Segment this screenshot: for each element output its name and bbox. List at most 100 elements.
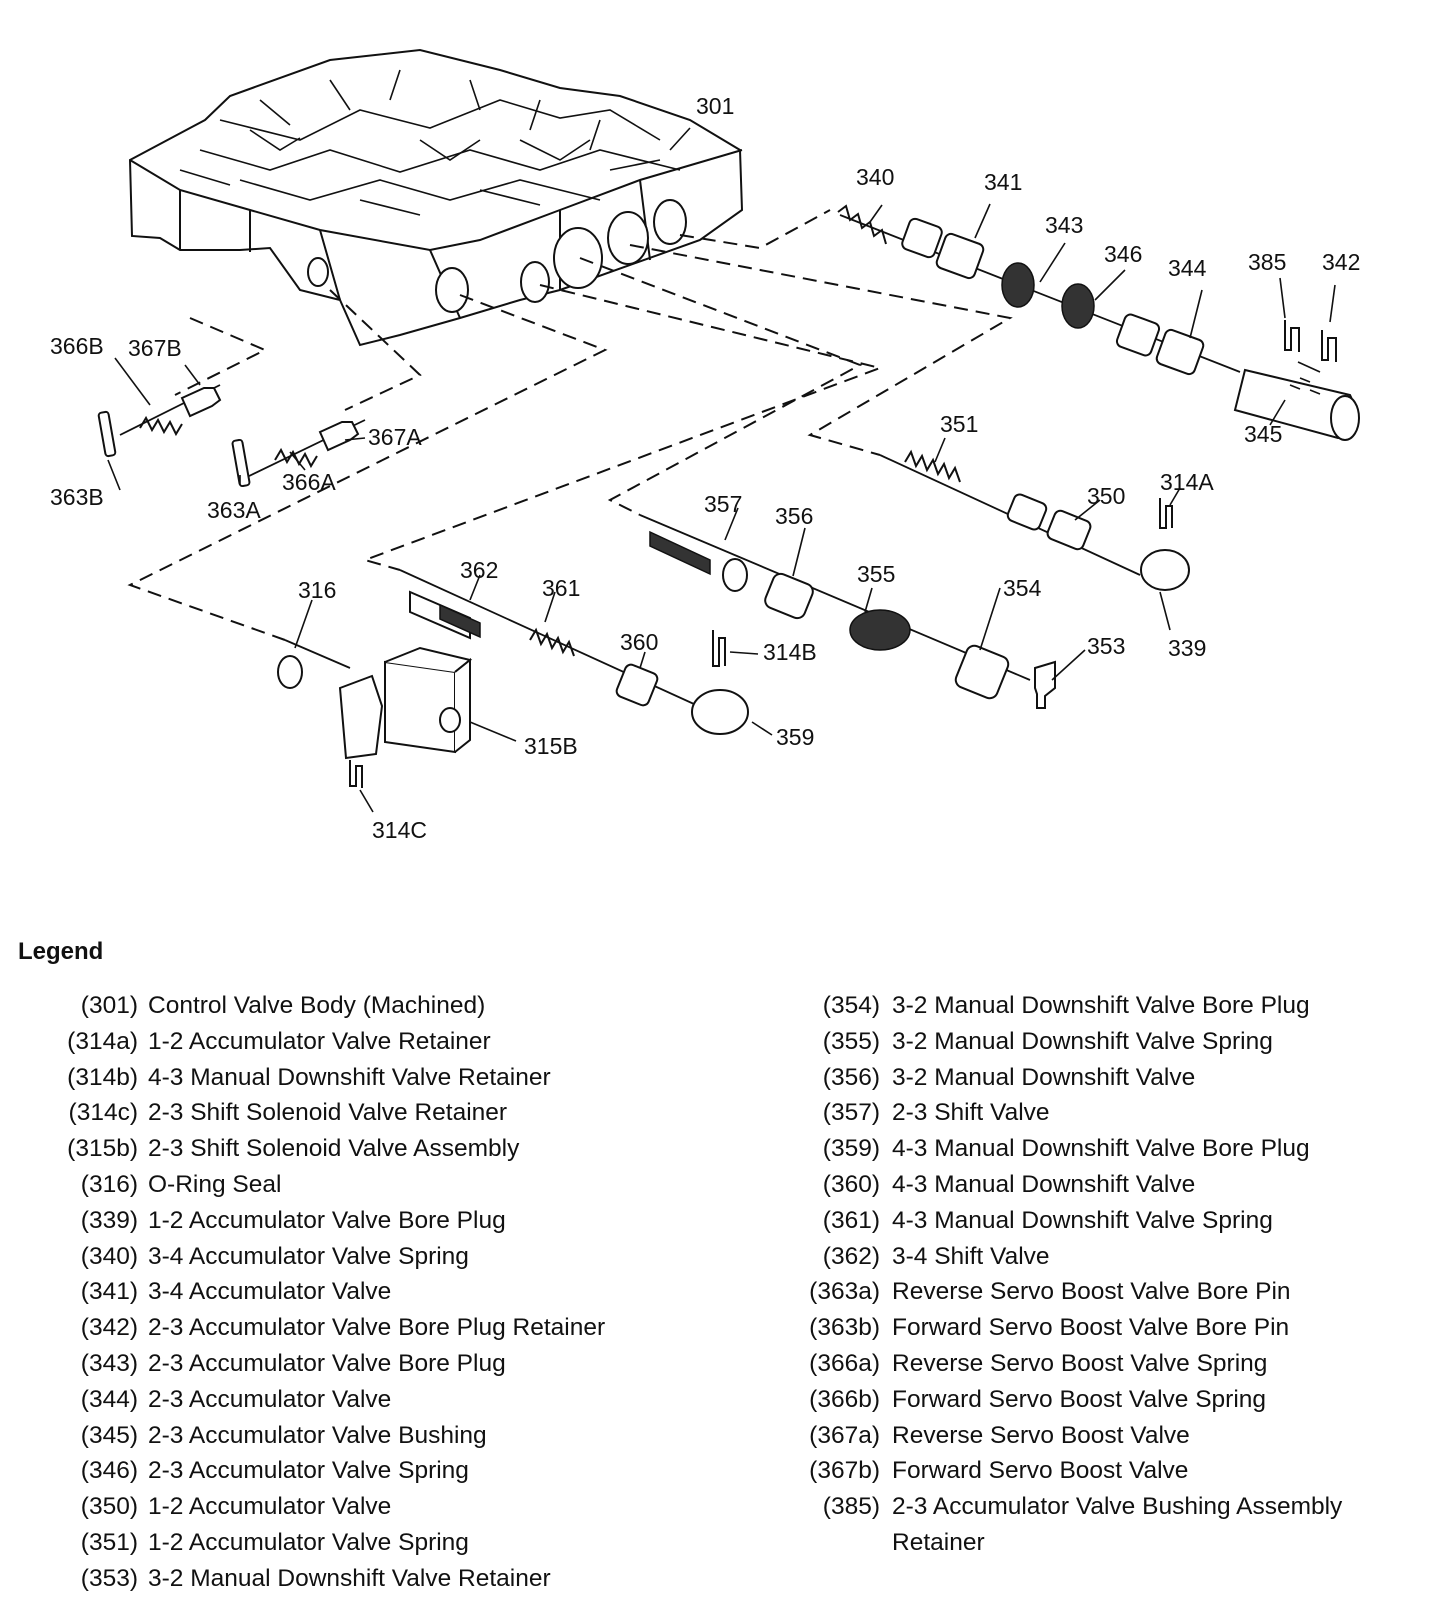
legend-row: (314b) 4-3 Manual Downshift Valve Retaine… <box>0 1060 760 1096</box>
bore-path-5 <box>579 257 863 516</box>
callout-363B: 363B <box>50 484 104 510</box>
callout-346: 346 <box>1104 241 1142 267</box>
legend-row: (363b) Forward Servo Boost Valve Bore Pin <box>760 1310 1440 1346</box>
callout-301: 301 <box>696 93 734 119</box>
part-description: Reverse Servo Boost Valve <box>892 1421 1190 1449</box>
part-code: (315b) <box>67 1135 138 1163</box>
part-description: 2-3 Shift Solenoid Valve Retainer <box>148 1099 508 1127</box>
callout-340: 340 <box>856 164 894 190</box>
callout-341: 341 <box>984 169 1022 195</box>
bore-path-3 <box>127 294 608 641</box>
callout-363A: 363A <box>207 497 261 523</box>
legend-row: (314a)1-2 Accumulator Valve Retainer <box>0 1024 760 1060</box>
callout-385: 385 <box>1248 249 1286 275</box>
part-code: (354) <box>822 992 880 1019</box>
callout-355: 355 <box>857 561 895 587</box>
legend-row: (314c) 2-3 Shift Solenoid Valve Retainer <box>0 1095 760 1131</box>
part-description: Reverse Servo Boost Valve Bore Pin <box>892 1278 1291 1306</box>
legend-row: (356) 3-2 Manual Downshift Valve <box>760 1060 1440 1096</box>
part-code: (359) <box>822 1135 880 1163</box>
callout-316: 316 <box>298 577 336 603</box>
part-description: Reverse Servo Boost Valve Spring <box>892 1349 1268 1377</box>
legend-row: (367b)Forward Servo Boost Valve <box>760 1453 1440 1489</box>
part-description: 2-3 Accumulator Valve Bore Plug Retainer <box>148 1314 606 1342</box>
legend-row: (301)Control Valve Body (Machined) <box>0 988 760 1024</box>
part-description: Forward Servo Boost Valve Spring <box>892 1385 1267 1413</box>
exploded-view-diagram: 301 340 341 343 346 344 385 342 345 366B… <box>50 48 1360 843</box>
part-description: 3-2 Manual Downshift Valve Bore Plug <box>892 992 1310 1019</box>
part-code: (362) <box>822 1242 880 1270</box>
callout-366A: 366A <box>282 469 336 495</box>
leader-lines <box>107 127 1336 813</box>
part-description: 3-4 Accumulator Valve <box>148 1278 392 1306</box>
part-description: 2-3 Accumulator Valve Bushing <box>148 1421 487 1449</box>
part-description: 4-3 Manual Downshift Valve Spring <box>892 1206 1273 1234</box>
callout-367B: 367B <box>128 335 182 361</box>
accumulator-1-2-group <box>879 449 1190 591</box>
bore-path-7 <box>679 209 831 250</box>
callout-342: 342 <box>1322 249 1360 275</box>
part-code: (356) <box>822 1063 880 1091</box>
part-code: (314b) <box>67 1063 138 1091</box>
part-description: O-Ring Seal <box>148 1170 282 1198</box>
part-code: (350) <box>80 1493 138 1521</box>
part-code: (360) <box>822 1170 880 1198</box>
part-code: (314c) <box>68 1099 138 1127</box>
part-code: (363b) <box>809 1314 880 1342</box>
legend-row: (340)3-4 Accumulator Valve Spring <box>0 1239 760 1275</box>
legend-row: (353) 3-2 Manual Downshift Valve Retainer <box>0 1561 760 1597</box>
part-description: 2-3 Accumulator Valve Bushing Assembly R… <box>892 1493 1343 1556</box>
shift-3-4-group <box>399 569 749 735</box>
part-description: 3-2 Manual Downshift Valve Spring <box>892 1027 1273 1055</box>
callout-351: 351 <box>940 411 978 437</box>
part-code: (353) <box>80 1564 138 1592</box>
part-description: 4-3 Manual Downshift Valve <box>892 1170 1196 1198</box>
legend-right-column: (354) 3-2 Manual Downshift Valve Bore Plu… <box>760 988 1440 1561</box>
callout-362: 362 <box>460 557 498 583</box>
legend-row: (357)2-3 Shift Valve <box>760 1095 1440 1131</box>
legend-row: (363a) Reverse Servo Boost Valve Bore Pin <box>760 1274 1440 1310</box>
callout-353: 353 <box>1087 633 1125 659</box>
callout-314C: 314C <box>372 817 427 843</box>
part-code: (367a) <box>809 1421 880 1449</box>
callout-314B: 314B <box>763 639 817 665</box>
part-code: (363a) <box>809 1278 880 1306</box>
callout-357: 357 <box>704 491 742 517</box>
shift-solenoid-assembly <box>277 639 473 788</box>
part-code: (361) <box>822 1206 880 1234</box>
legend-row: (315b) 2-3 Shift Solenoid Valve Assembly <box>0 1131 760 1167</box>
part-description: 3-2 Manual Downshift Valve <box>892 1063 1196 1091</box>
part-code: (343) <box>80 1349 138 1377</box>
legend-row: (385) 2-3 Accumulator Valve Bushing Assem… <box>760 1489 1440 1561</box>
part-description: 3-2 Manual Downshift Valve Retainer <box>148 1564 551 1592</box>
legend-row: (339) 1-2 Accumulator Valve Bore Plug <box>0 1203 760 1239</box>
part-code: (385) <box>822 1493 880 1521</box>
legend-title: Legend <box>18 938 104 965</box>
part-description: Forward Servo Boost Valve <box>892 1457 1189 1485</box>
legend-row: (362)3-4 Shift Valve <box>760 1239 1440 1275</box>
part-description: 2-3 Accumulator Valve Bore Plug <box>148 1349 506 1377</box>
part-code: (366a) <box>809 1349 880 1377</box>
callout-367A: 367A <box>368 424 422 450</box>
part-code: (341) <box>80 1278 138 1306</box>
part-description: 2-3 Accumulator Valve <box>148 1385 392 1413</box>
legend-row: (354) 3-2 Manual Downshift Valve Bore Plu… <box>760 988 1440 1024</box>
callout-344: 344 <box>1168 255 1207 281</box>
part-description: 3-4 Accumulator Valve Spring <box>148 1242 469 1270</box>
legend-row: (367a) Reverse Servo Boost Valve <box>760 1418 1440 1454</box>
part-code: (339) <box>80 1206 138 1234</box>
part-description: 4-3 Manual Downshift Valve Retainer <box>148 1063 551 1091</box>
legend-row: (361) 4-3 Manual Downshift Valve Spring <box>760 1203 1440 1239</box>
part-description: Forward Servo Boost Valve Bore Pin <box>892 1314 1290 1342</box>
callout-354: 354 <box>1003 575 1042 601</box>
bore-path-1 <box>174 317 268 396</box>
part-code: (346) <box>80 1457 138 1485</box>
part-code: (351) <box>80 1528 138 1556</box>
legend-row: (350)1-2 Accumulator Valve <box>0 1489 760 1525</box>
part-description: 1-2 Accumulator Valve Bore Plug <box>148 1206 506 1234</box>
part-description: 2-3 Shift Solenoid Valve Assembly <box>148 1135 520 1163</box>
part-code: (357) <box>822 1099 880 1127</box>
bore-path-4 <box>361 284 884 571</box>
legend-row: (360) 4-3 Manual Downshift Valve <box>760 1167 1440 1203</box>
legend-left-column: (301)Control Valve Body (Machined) (314a… <box>0 988 760 1597</box>
